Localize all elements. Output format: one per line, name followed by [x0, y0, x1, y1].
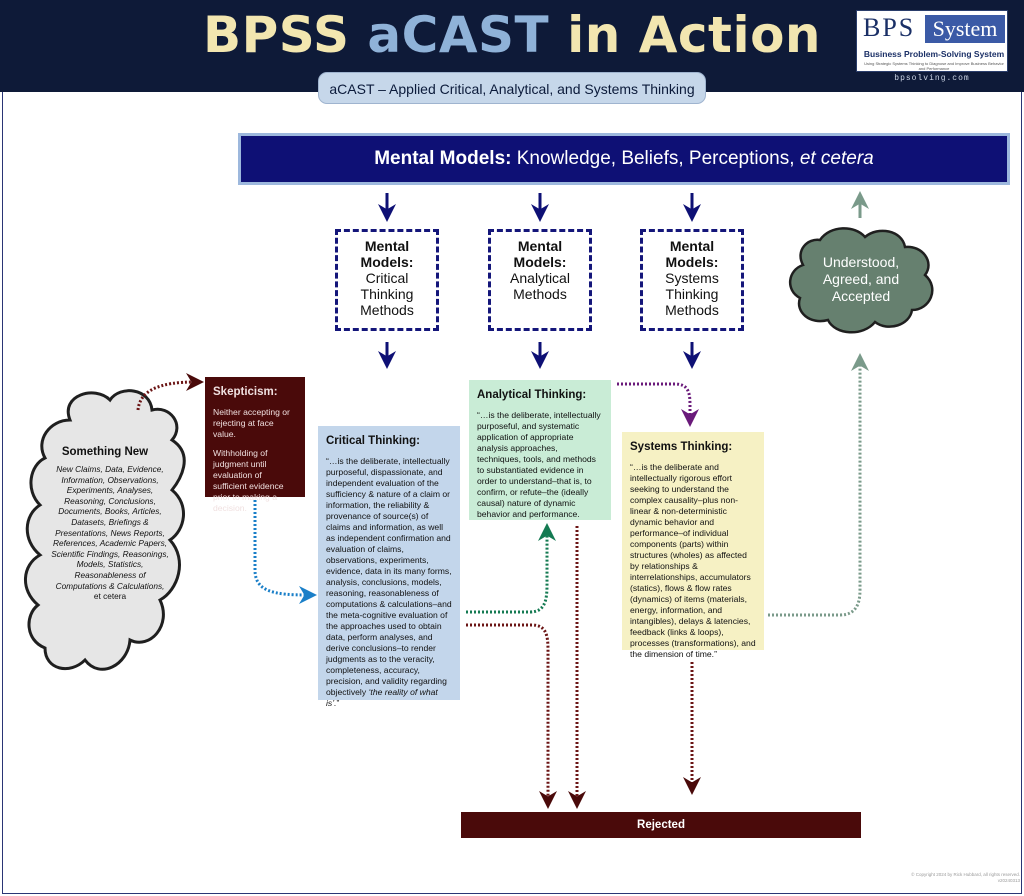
arrow-systems-to-accepted — [768, 353, 869, 617]
analytical-body: “…is the deliberate, intellectually purp… — [477, 410, 601, 519]
critical-title: Critical Thinking: — [326, 435, 420, 447]
analytical-title: Analytical Thinking: — [477, 389, 587, 401]
critical-body: “…is the deliberate, intellectually purp… — [326, 456, 452, 708]
something-new-body: New Claims, Data, Evidence, Information,… — [51, 464, 169, 602]
something-new-title: Something New — [61, 446, 149, 458]
logo-system: System — [925, 15, 1005, 43]
method-box-line: Thinking — [665, 286, 719, 302]
method-box-heading: Mental Models: — [513, 238, 567, 270]
logo-tagline: Business Problem-Solving System — [863, 49, 1005, 59]
systems-methods-box: Mental Models: Systems Thinking Methods — [640, 229, 744, 331]
method-box-heading: Mental Models: — [665, 238, 719, 270]
method-box-line: Systems — [665, 270, 719, 286]
skepticism-title: Skepticism: — [213, 386, 278, 398]
page-subtitle: aCAST – Applied Critical, Analytical, an… — [318, 72, 706, 104]
method-box-line: Methods — [665, 302, 719, 318]
arrow-critical-to-analytical — [466, 523, 556, 614]
mental-models-bar: Mental Models: Knowledge, Beliefs, Perce… — [238, 133, 1010, 185]
systems-thinking-box: Systems Thinking: “…is the deliberate an… — [622, 432, 764, 659]
analytical-methods-box: Mental Models: Analytical Methods — [488, 229, 592, 331]
arrow-skepticism-to-critical — [253, 500, 317, 604]
analytical-thinking-box: Analytical Thinking: “…is the deliberate… — [469, 380, 611, 520]
copyright-notice: © Copyright 2024 by Rick Hubbard, all ri… — [911, 872, 1020, 883]
systems-title: Systems Thinking: — [630, 441, 733, 453]
rejected-bar: Rejected — [461, 812, 861, 838]
skepticism-p2: Withholding of judgment until evaluation… — [213, 448, 284, 513]
arrow-critical-to-rejected — [466, 623, 557, 809]
critical-methods-box: Mental Models: Critical Thinking Methods — [335, 229, 439, 331]
logo-url: bpsolving.com — [894, 74, 970, 83]
page-title: BPSS aCAST in Action — [202, 6, 822, 64]
method-box-line: Methods — [360, 302, 414, 318]
logo-fine-print: Using Strategic Systems Thinking to Diag… — [864, 61, 1004, 71]
something-new-cloud — [24, 389, 186, 671]
skepticism-box: Skepticism: Neither accepting or rejecti… — [205, 377, 305, 513]
logo-letters: BPS — [863, 13, 916, 42]
accepted-label: Understood, Agreed, and Accepted — [822, 254, 900, 304]
bps-system-logo: BPS System Business Problem-Solving Syst… — [856, 10, 1008, 72]
systems-body: “…is the deliberate and intellectually r… — [630, 462, 756, 659]
method-box-line: Analytical — [510, 270, 570, 286]
method-box-line: Methods — [513, 286, 567, 302]
skepticism-p1: Neither accepting or rejecting at face v… — [213, 407, 290, 439]
method-box-heading: Mental Models: — [360, 238, 414, 270]
accepted-cloud — [789, 227, 934, 334]
method-box-line: Critical — [365, 270, 409, 286]
arrow-analytical-to-systems — [617, 382, 699, 427]
method-box-line: Thinking — [360, 286, 414, 302]
critical-thinking-box: Critical Thinking: “…is the deliberate, … — [318, 426, 460, 708]
arrow-new-to-skepticism — [136, 373, 204, 411]
content-frame — [2, 92, 1022, 894]
